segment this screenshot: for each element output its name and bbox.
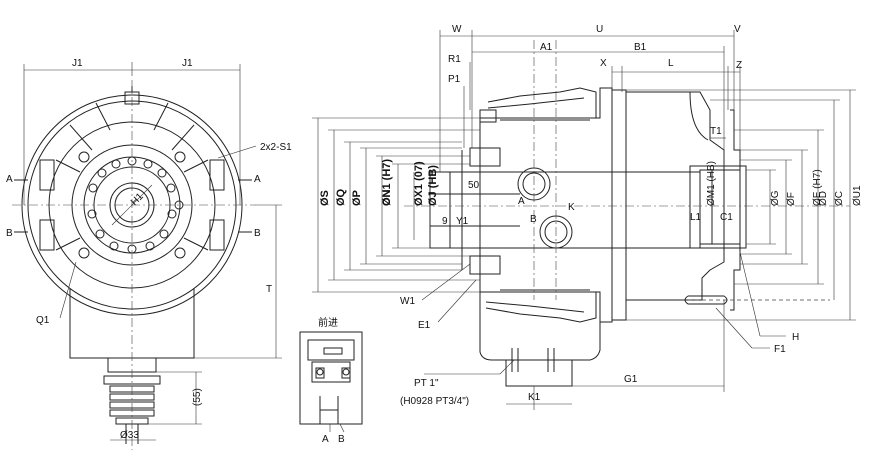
label-r1: R1: [448, 54, 461, 65]
label-dia-e: ØE (H7): [812, 169, 823, 206]
label-port-a: A: [518, 196, 525, 207]
label-dia-f: ØF: [786, 192, 797, 206]
label-pt2: (H0928 PT3/4"): [400, 396, 469, 407]
label-z: Z: [736, 60, 742, 71]
label-l: L: [668, 58, 674, 69]
label-dia-s: ØS: [319, 190, 331, 206]
label-b1: B1: [634, 42, 647, 53]
label-dia-c: ØC: [834, 191, 845, 206]
label-g1: G1: [624, 374, 638, 385]
label-50: 50: [468, 180, 480, 191]
label-f1: F1: [774, 344, 786, 355]
label-a-right: A: [254, 174, 261, 185]
label-2x2-s1: 2x2-S1: [260, 142, 292, 153]
label-dia-g: ØG: [770, 190, 781, 206]
label-dia-n1: ØN1 (H7): [381, 159, 393, 206]
front-view: [12, 62, 282, 450]
label-b-right: B: [254, 228, 261, 239]
label-k: K: [568, 202, 575, 213]
label-l1: L1: [690, 212, 702, 223]
label-q1: Q1: [36, 315, 50, 326]
inset-view: [299, 331, 363, 433]
label-j1-right: J1: [182, 58, 193, 69]
label-dia-x1: ØX1 (07): [413, 161, 425, 206]
label-a1: A1: [540, 42, 553, 53]
label-p1: P1: [448, 74, 461, 85]
label-e1: E1: [418, 320, 431, 331]
label-pt: PT 1": [414, 378, 439, 389]
label-dia-q: ØQ: [335, 188, 347, 206]
label-a-left: A: [6, 174, 13, 185]
label-dia-n: ØN: [381, 189, 393, 206]
label-inset-a: A: [322, 434, 329, 445]
label-c1: C1: [720, 212, 733, 223]
label-dia-d: ØD: [818, 191, 829, 206]
label-y1: Y1: [456, 216, 469, 227]
label-dia-u1: ØU1: [852, 185, 863, 206]
label-dia-p: ØP: [351, 190, 363, 206]
section-view: [312, 30, 856, 410]
label-inset-b: B: [338, 434, 345, 445]
label-j1-left: J1: [72, 58, 83, 69]
label-h: H: [792, 332, 799, 343]
label-t1: T1: [710, 126, 722, 137]
label-x: X: [600, 58, 607, 69]
label-k1: K1: [528, 392, 541, 403]
label-u: U: [596, 24, 603, 35]
label-b-left: B: [6, 228, 13, 239]
label-9: 9: [442, 216, 448, 227]
label-t: T: [266, 284, 272, 295]
label-forward: 前进: [318, 316, 338, 329]
label-w1: W1: [400, 296, 415, 307]
label-dia-m1: ØM1 (HB): [706, 161, 717, 206]
label-v: V: [734, 24, 741, 35]
label-w: W: [452, 24, 462, 35]
label-55: (55): [192, 388, 203, 406]
label-dia-j: ØJ (HB): [427, 165, 439, 206]
label-dia33: Ø33: [120, 430, 139, 441]
label-port-b: B: [530, 214, 537, 225]
